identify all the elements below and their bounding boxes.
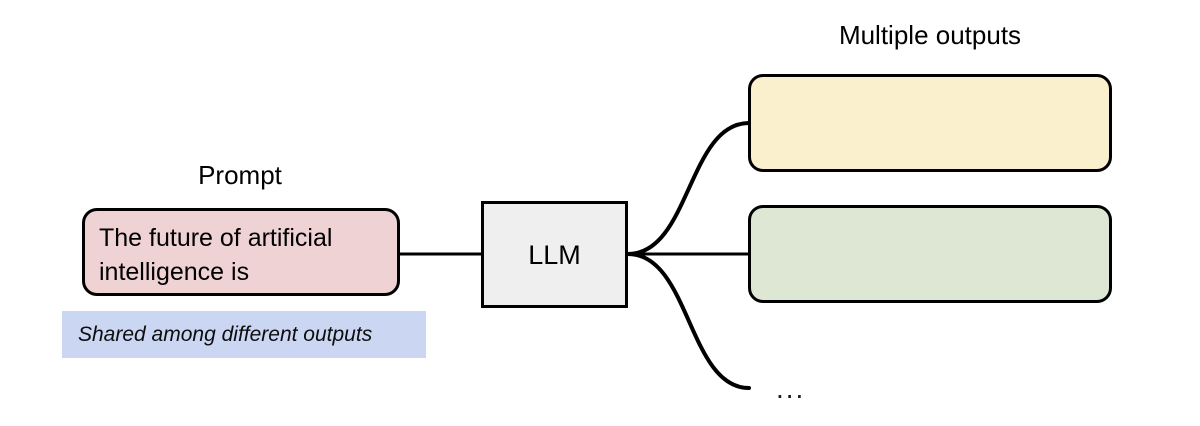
llm-label: LLM — [528, 239, 581, 270]
prompt-text: The future of artificial intelligence is — [99, 224, 333, 286]
multiple-outputs-caption: Multiple outputs — [838, 20, 1022, 50]
shared-note-text: Shared among different outputs — [78, 322, 373, 346]
more-outputs-ellipsis: ... — [776, 373, 806, 404]
prompt-box[interactable]: The future of artificial intelligence is — [82, 208, 400, 296]
edge-llm-to-more — [626, 252, 751, 390]
output-box-1[interactable] — [748, 74, 1112, 172]
edge-llm-to-output-1 — [626, 121, 751, 256]
llm-box[interactable]: LLM — [481, 201, 628, 308]
shared-note-box: Shared among different outputs — [62, 311, 426, 358]
output-box-2[interactable] — [748, 205, 1112, 303]
prompt-caption: Prompt — [198, 160, 282, 190]
